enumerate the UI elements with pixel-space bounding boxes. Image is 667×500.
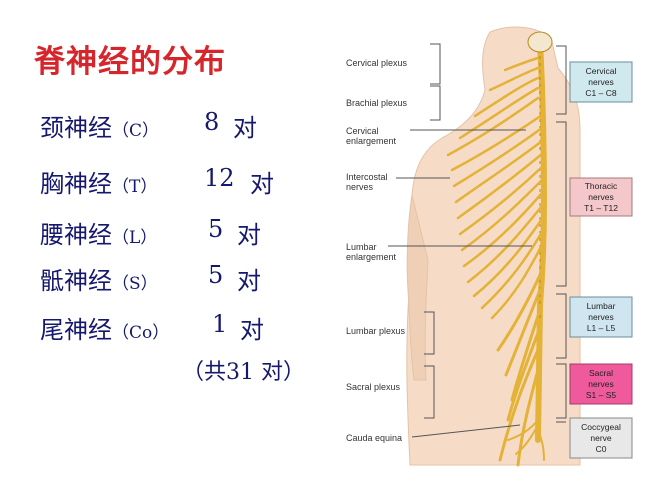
- bracket-cervical-nerves: [556, 45, 567, 115]
- box-sacral-line3: S1 – S5: [586, 390, 617, 400]
- nerve-unit: 对: [240, 316, 264, 344]
- box-thoracic-line3: T1 – T12: [584, 203, 618, 213]
- bracket-thoracic-nerves: [556, 121, 567, 287]
- bracket-brachial-plexus: [430, 85, 441, 121]
- label-cervical-enlargement-2: enlargement: [346, 136, 397, 146]
- box-sacral-line1: Sacral: [589, 368, 613, 378]
- slide-title: 脊神经的分布: [34, 44, 226, 80]
- nerve-name: 腰神经: [40, 221, 112, 249]
- box-thoracic-line1: Thoracic: [585, 181, 618, 191]
- box-lumbar-line1: Lumbar: [587, 301, 616, 311]
- box-lumbar: Lumbar nerves L1 – L5: [569, 296, 633, 338]
- box-cervical-line3: C1 – C8: [585, 88, 616, 98]
- box-cervical-line2: nerves: [588, 77, 614, 87]
- right-brackets: [556, 45, 567, 423]
- cervical-nerves: [446, 56, 540, 157]
- box-cervical: Cervical nerves C1 – C8: [569, 61, 633, 103]
- label-lumbar-enlargement-2: enlargement: [346, 252, 397, 262]
- spinal-nerve-diagram: Cervical plexus Brachial plexus Cervical…: [346, 26, 633, 467]
- bracket-cervical-plexus: [430, 43, 441, 85]
- box-coccygeal: Coccygeal nerve C0: [569, 417, 633, 459]
- right-boxes: Cervical nerves C1 – C8 Thoracic nerves …: [569, 61, 633, 459]
- skull-base: [527, 31, 553, 53]
- nerve-count: 5: [208, 215, 224, 243]
- nerve-unit: 对: [233, 114, 257, 142]
- left-labels: Cervical plexus Brachial plexus Cervical…: [346, 43, 532, 443]
- nerve-row-sacral: 骶神经（S） 5 对: [40, 261, 261, 296]
- nerve-unit: 对: [237, 267, 261, 295]
- nerve-row-lumbar: 腰神经（L） 5 对: [40, 215, 261, 250]
- nerve-name: 骶神经: [40, 267, 112, 295]
- label-intercostal-2: nerves: [346, 182, 374, 192]
- bracket-lumbar-nerves: [556, 293, 567, 359]
- nerve-row-thoracic: 胸神经（T） 12 对: [40, 164, 274, 199]
- nerve-count: 5: [208, 261, 224, 289]
- spinal-cord: [535, 39, 548, 443]
- nerve-count: 8: [204, 108, 220, 136]
- intercostal-nerves: [450, 113, 544, 320]
- box-coccygeal-line1: Coccygeal: [581, 422, 621, 432]
- label-cauda-equina: Cauda equina: [346, 433, 402, 443]
- box-sacral-line2: nerves: [588, 379, 614, 389]
- nerve-unit: 对: [237, 221, 261, 249]
- nerve-abbr: （T）: [112, 177, 158, 197]
- box-lumbar-line3: L1 – L5: [587, 323, 616, 333]
- nerve-name: 胸神经: [40, 170, 112, 198]
- nerve-abbr: （S）: [112, 274, 158, 294]
- bracket-sacral-nerves: [556, 363, 567, 419]
- label-sacral-plexus: Sacral plexus: [346, 382, 401, 392]
- box-thoracic-line2: nerves: [588, 192, 614, 202]
- nerve-unit: 对: [250, 170, 274, 198]
- leader-cauda-equina: [411, 424, 521, 438]
- box-coccygeal-line2: nerve: [590, 433, 612, 443]
- box-coccygeal-line3: C0: [596, 444, 607, 454]
- label-lumbar-enlargement-1: Lumbar: [346, 242, 377, 252]
- nerve-count: 1: [212, 310, 228, 338]
- label-cervical-plexus: Cervical plexus: [346, 58, 408, 68]
- box-cervical-line1: Cervical: [586, 66, 617, 76]
- total-count: （共31 对）: [182, 360, 305, 385]
- nerve-row-coccygeal: 尾神经（Co） 1 对: [40, 310, 264, 345]
- nerve-name: 颈神经: [40, 114, 112, 142]
- nerve-abbr: （L）: [112, 228, 158, 248]
- box-thoracic: Thoracic nerves T1 – T12: [569, 177, 633, 217]
- box-sacral: Sacral nerves S1 – S5: [569, 363, 633, 405]
- nerve-row-cervical: 颈神经（C） 8 对: [40, 108, 257, 143]
- cauda-equina: [507, 419, 545, 461]
- nerve-count: 12: [204, 164, 235, 192]
- nerve-abbr: （Co）: [112, 323, 170, 343]
- nerve-name: 尾神经: [40, 316, 112, 344]
- box-lumbar-line2: nerves: [588, 312, 614, 322]
- label-lumbar-plexus: Lumbar plexus: [346, 326, 406, 336]
- label-intercostal-1: Intercostal: [346, 172, 388, 182]
- label-brachial-plexus: Brachial plexus: [346, 98, 408, 108]
- bracket-sacral-plexus: [424, 365, 435, 419]
- bracket-lumbar-plexus: [424, 311, 435, 355]
- nerve-abbr: （C）: [112, 121, 160, 141]
- label-cervical-enlargement-1: Cervical: [346, 126, 379, 136]
- lumbosacral-nerves: [496, 273, 542, 467]
